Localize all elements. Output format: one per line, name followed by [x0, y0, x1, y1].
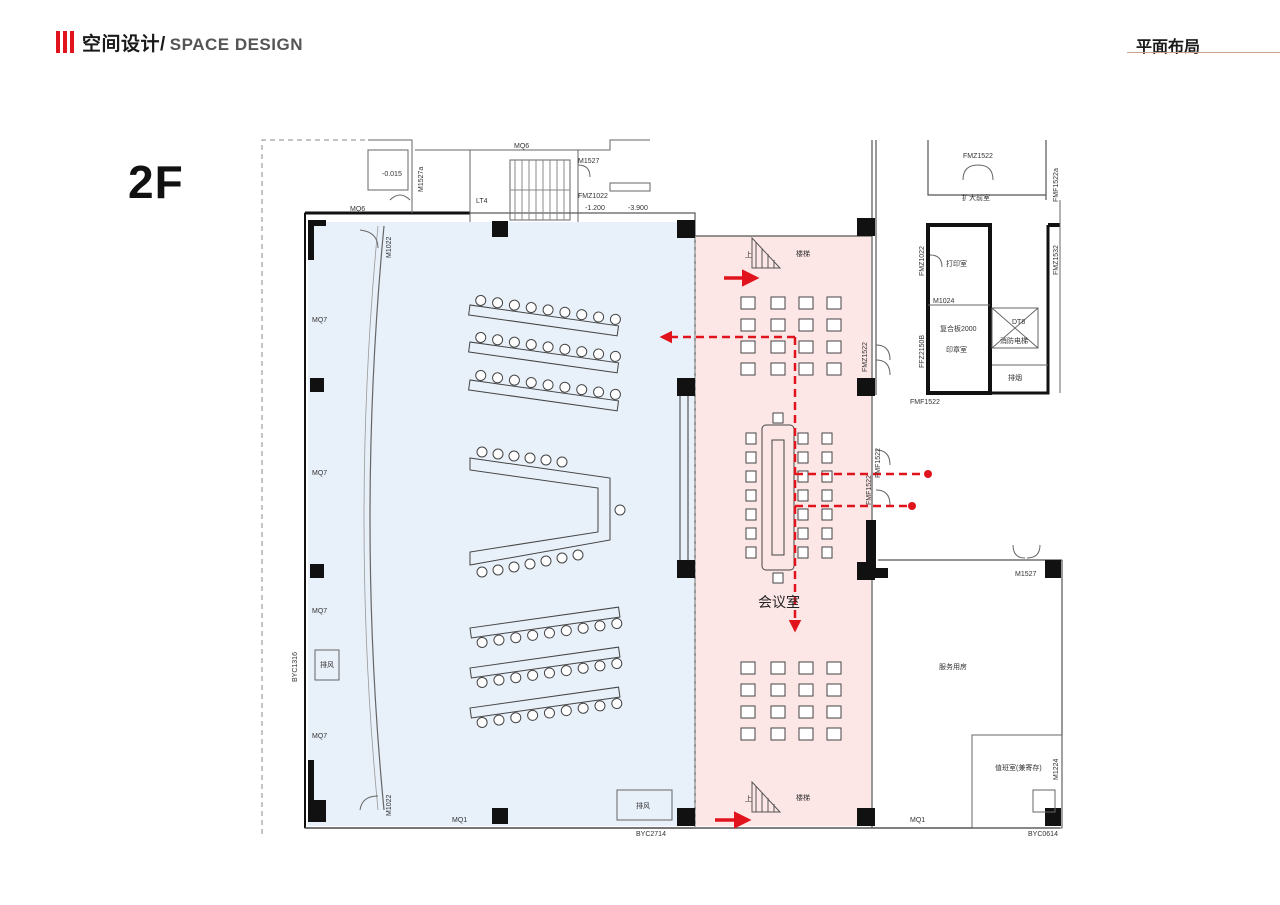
label-m1224: M1224 — [1053, 758, 1060, 780]
label-fmz1022-top: FMZ1022 — [578, 193, 608, 200]
v-shaped-table — [469, 446, 626, 578]
top-stair-block — [367, 139, 651, 222]
stage-curve — [369, 225, 385, 811]
flow-endpoints — [908, 470, 932, 510]
label-mq1-left: MQ1 — [452, 817, 467, 824]
label-mq7-4: MQ7 — [312, 733, 327, 740]
label-m1022-top: M1022 — [386, 236, 393, 258]
conference-table — [745, 412, 833, 584]
label-fmf1522a: FMF1522a — [1053, 168, 1060, 202]
label-vent-left: 排风 — [320, 660, 334, 669]
label-m1527-right: M1527 — [1015, 571, 1037, 578]
label-mq6-top: MQ6 — [514, 143, 529, 150]
boundary-dashed — [261, 139, 368, 834]
label-stair-bottom: 楼梯 — [796, 793, 810, 802]
label-duty-room: 值班室(兼寄存) — [995, 763, 1042, 772]
seating-rows-bottom — [469, 606, 623, 728]
label-level-0015: -0.015 — [382, 171, 402, 178]
label-up-bottom: 上 — [745, 794, 752, 803]
label-mq7-3: MQ7 — [312, 608, 327, 615]
desks-right-top — [740, 296, 842, 376]
label-m2000: 复合板2000 — [940, 324, 977, 333]
label-exhaust: 排烟 — [1008, 373, 1022, 382]
label-level-1200: -1.200 — [585, 205, 605, 212]
entry-arrows — [715, 269, 760, 829]
desks-right-bottom — [740, 661, 842, 741]
label-m1527a: M1527a — [418, 167, 425, 192]
label-vent-bottom: 排风 — [636, 801, 650, 810]
header-underline — [1127, 52, 1280, 53]
stair-right-bottom — [751, 780, 782, 813]
section-title: 平面布局 — [1135, 39, 1200, 56]
stage-curve-inner — [363, 225, 379, 811]
label-dt: DT8 — [1012, 319, 1025, 326]
door-arc-bottom — [359, 795, 379, 811]
door-arc-top — [359, 229, 379, 249]
label-fmz1532: FMZ1532 — [1053, 245, 1060, 275]
label-mq7-1: MQ7 — [312, 317, 327, 324]
title-en: SPACE DESIGN — [169, 35, 303, 54]
label-mq7-2: MQ7 — [312, 470, 327, 477]
label-fmf1522-side: FMF1522 — [866, 475, 873, 505]
left-zone — [308, 222, 694, 826]
label-lt4: LT4 — [476, 198, 488, 205]
thick-walls-right — [866, 520, 888, 578]
label-byc0614: BYC0614 — [1028, 831, 1058, 838]
page-title: 空间设计/SPACE DESIGN — [82, 29, 303, 56]
left-wall-details — [308, 220, 326, 822]
label-fmf1522: FMF1522 — [910, 399, 940, 406]
label-stair-top: 楼梯 — [796, 249, 810, 258]
label-byc2714: BYC2714 — [636, 831, 666, 838]
label-mq1-right: MQ1 — [910, 817, 925, 824]
label-mq6-left: MQ6 — [350, 206, 365, 213]
label-fmf1522b: FMF1522 — [875, 448, 882, 478]
floor-label: 2F — [128, 156, 184, 208]
label-up-top: 上 — [745, 250, 752, 259]
label-print-room: 打印室 — [946, 259, 967, 268]
stair-right-top — [751, 236, 782, 269]
label-stamp-room: 印章室 — [946, 345, 967, 354]
columns — [492, 218, 1061, 826]
header-logo-bars — [56, 31, 76, 53]
label-ffz2150: FFZ2150B — [919, 335, 926, 368]
office-cluster-lines — [314, 164, 1063, 829]
label-m1024: M1024 — [933, 298, 955, 305]
label-m1022-bottom: M1022 — [386, 794, 393, 816]
flow-paths — [659, 330, 928, 633]
seating-rows-top — [468, 294, 621, 412]
label-m1527-top: M1527 — [578, 158, 600, 165]
office-cluster — [926, 223, 1060, 395]
label-service-room: 服务用房 — [939, 662, 967, 671]
label-fmz1022-mid: FMZ1022 — [919, 246, 926, 276]
label-fmz1522-top: FMZ1522 — [963, 153, 993, 160]
label-fire-elevator: 消防电梯 — [1000, 336, 1028, 345]
label-byc1316: BYC1316 — [292, 652, 299, 682]
label-expand-room: 扩大前室 — [962, 193, 990, 202]
meeting-room-label: 会议室 — [758, 594, 800, 610]
title-cn: 空间设计/ — [82, 34, 166, 55]
label-level-3900: -3.900 — [628, 205, 648, 212]
label-fmz1522-side: FMZ1522 — [862, 342, 869, 372]
